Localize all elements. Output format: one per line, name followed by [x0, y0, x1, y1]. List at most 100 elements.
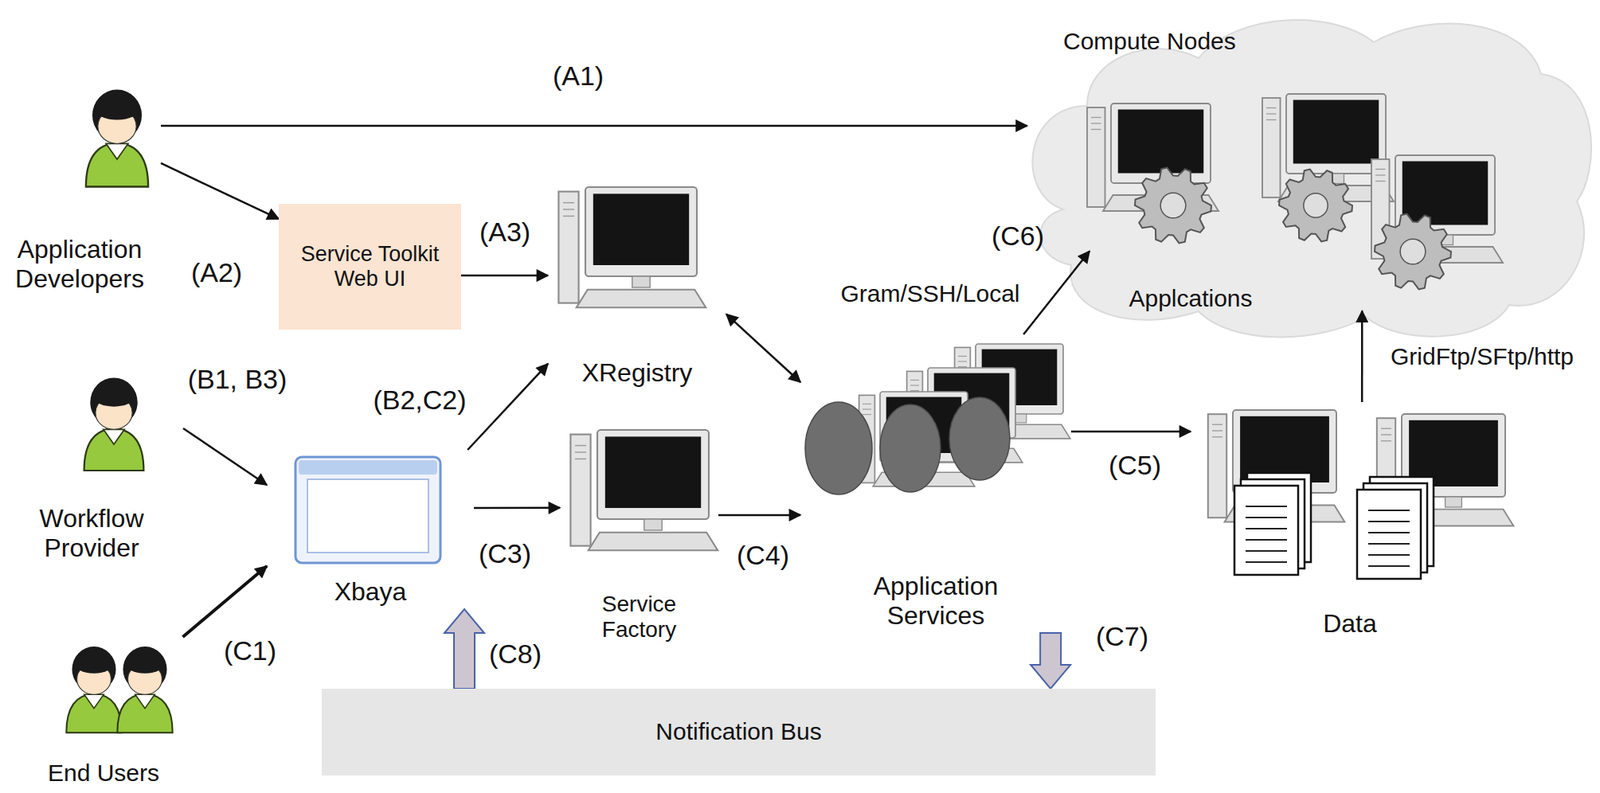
callout-number: GridFtp/SFtp/http	[1390, 343, 1574, 372]
flow-arrow	[1071, 430, 1191, 434]
monitor-frame	[597, 430, 709, 520]
document-page	[1234, 485, 1299, 576]
flow-arrow	[461, 274, 548, 278]
tower-slot	[1212, 430, 1223, 431]
callout-number: (B1, B3)	[187, 363, 288, 396]
monitor-screen	[605, 436, 701, 509]
tower-slot	[1375, 180, 1386, 182]
tower-slot	[958, 360, 967, 362]
tower-slot	[1380, 440, 1392, 442]
document-line	[1245, 539, 1288, 541]
flow-arrow	[160, 163, 279, 220]
tower-slot	[575, 445, 587, 446]
monitor-neck	[1445, 496, 1463, 508]
tower-slot	[862, 414, 872, 415]
computer-tower	[558, 191, 579, 304]
service-disc	[880, 404, 941, 493]
flow-arrow	[473, 507, 560, 510]
callout-number: (C6)	[991, 220, 1045, 252]
callout-number: (A2)	[191, 257, 243, 289]
tower-slot	[910, 384, 920, 386]
monitor-neck	[632, 276, 650, 288]
flow-arrow	[726, 314, 801, 383]
gear-hub	[1400, 238, 1426, 265]
person-icon	[86, 89, 149, 188]
computer-tower	[1208, 414, 1227, 518]
callout-number: (B2,C2)	[372, 384, 466, 416]
block-arrow	[1030, 633, 1071, 689]
flow-arrow	[1361, 311, 1364, 403]
person-body	[66, 693, 122, 733]
document-line	[1368, 532, 1410, 534]
service-disc	[949, 397, 1010, 481]
node-label: XRegistry	[553, 358, 721, 388]
gear-hub	[1160, 192, 1186, 219]
labelled-icon: Applcations	[1089, 103, 1292, 315]
tower-slot	[1380, 428, 1392, 430]
flow-arrow	[160, 125, 1028, 128]
monitor-neck	[644, 519, 662, 531]
window-pane	[307, 479, 429, 553]
window-titlebar	[298, 460, 438, 475]
monitor-screen	[1402, 161, 1489, 226]
computer-icon	[558, 187, 706, 308]
person-hair	[74, 652, 115, 674]
person-collar	[103, 429, 125, 445]
document-line	[1368, 565, 1410, 568]
callout-number: (C7)	[1095, 621, 1149, 653]
tower-slot	[910, 390, 920, 392]
cloud-outline	[1032, 19, 1592, 337]
person-body	[84, 428, 145, 471]
computer-tower	[1087, 107, 1106, 208]
compute-cloud: Compute NodesApplcations	[1015, 10, 1600, 353]
person-hair	[92, 383, 137, 407]
computer-tower	[1262, 97, 1281, 198]
node-label: Application Services	[844, 571, 1028, 631]
person-icon	[84, 377, 145, 471]
tower-slot	[563, 215, 575, 217]
callout-number: (C1)	[223, 635, 277, 667]
flow-arrow	[718, 514, 801, 517]
node-label: Workflow Provider	[7, 504, 176, 564]
tower-slot	[1380, 434, 1392, 435]
tower-slot	[958, 355, 967, 357]
tower-slot	[1091, 129, 1102, 130]
labelled-icon: Workflow Provider	[0, 374, 184, 566]
tower-slot	[1375, 168, 1386, 170]
tower-slot	[910, 379, 920, 381]
document-line	[1245, 550, 1288, 552]
document-line	[1368, 509, 1410, 512]
person-collar	[84, 694, 104, 709]
person-icon	[66, 646, 122, 733]
document-line	[1368, 520, 1410, 523]
flow-arrow	[183, 428, 267, 486]
document-line	[1368, 543, 1410, 545]
window-icon	[295, 457, 441, 564]
labelled-icon: Data	[1190, 402, 1510, 642]
person-hair	[125, 652, 166, 674]
monitor-screen	[1118, 109, 1205, 174]
node-label: Service Toolkit Web UI	[284, 242, 456, 292]
monitor-frame	[585, 187, 697, 277]
node-label: Notification Bus	[655, 718, 822, 747]
labelled-icon: Service Factory	[559, 418, 719, 646]
service-disc	[805, 402, 873, 495]
monitor-screen	[593, 193, 689, 266]
keyboard	[576, 289, 706, 308]
tower-slot	[1091, 122, 1102, 124]
person-body	[86, 142, 149, 187]
tower-slot	[1266, 113, 1277, 114]
cloud-shape	[1015, 10, 1600, 353]
computer-icon	[570, 430, 718, 551]
tower-slot	[1212, 424, 1223, 426]
document-line	[1245, 561, 1288, 564]
document-line	[1245, 516, 1288, 519]
tower-slot	[575, 451, 587, 453]
flow-arrow	[467, 363, 548, 450]
labelled-icon: Application Services	[800, 334, 1072, 634]
person-body	[117, 693, 173, 733]
callout-number: (C4)	[736, 539, 790, 572]
